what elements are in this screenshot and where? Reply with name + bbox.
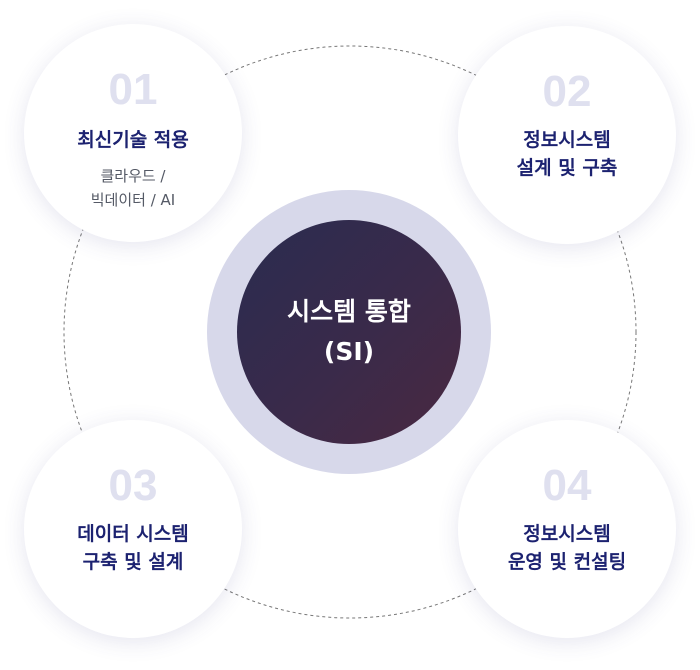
node-number: 04 (542, 461, 592, 510)
node-02: 02 정보시스템 설계 및 구축 (458, 26, 676, 244)
center-hub-ring: 시스템 통합 (SI) (207, 190, 491, 474)
node-number: 03 (108, 461, 158, 510)
node-number: 02 (542, 67, 592, 116)
node-04: 04 정보시스템 운영 및 컨설팅 (458, 420, 676, 638)
node-title: 데이터 시스템 구축 및 설계 (77, 523, 189, 573)
center-hub-label: 시스템 통합 (SI) (237, 220, 461, 444)
node-number: 01 (108, 65, 158, 114)
node-subtitle: 클라우드 / 빅데이터 / AI (90, 167, 176, 209)
node-01: 01 최신기술 적용 클라우드 / 빅데이터 / AI (24, 24, 242, 242)
node-title: 정보시스템 운영 및 컨설팅 (507, 523, 627, 573)
node-title: 최신기술 적용 (77, 129, 189, 151)
node-03: 03 데이터 시스템 구축 및 설계 (24, 420, 242, 638)
node-title: 정보시스템 설계 및 구축 (516, 129, 618, 179)
